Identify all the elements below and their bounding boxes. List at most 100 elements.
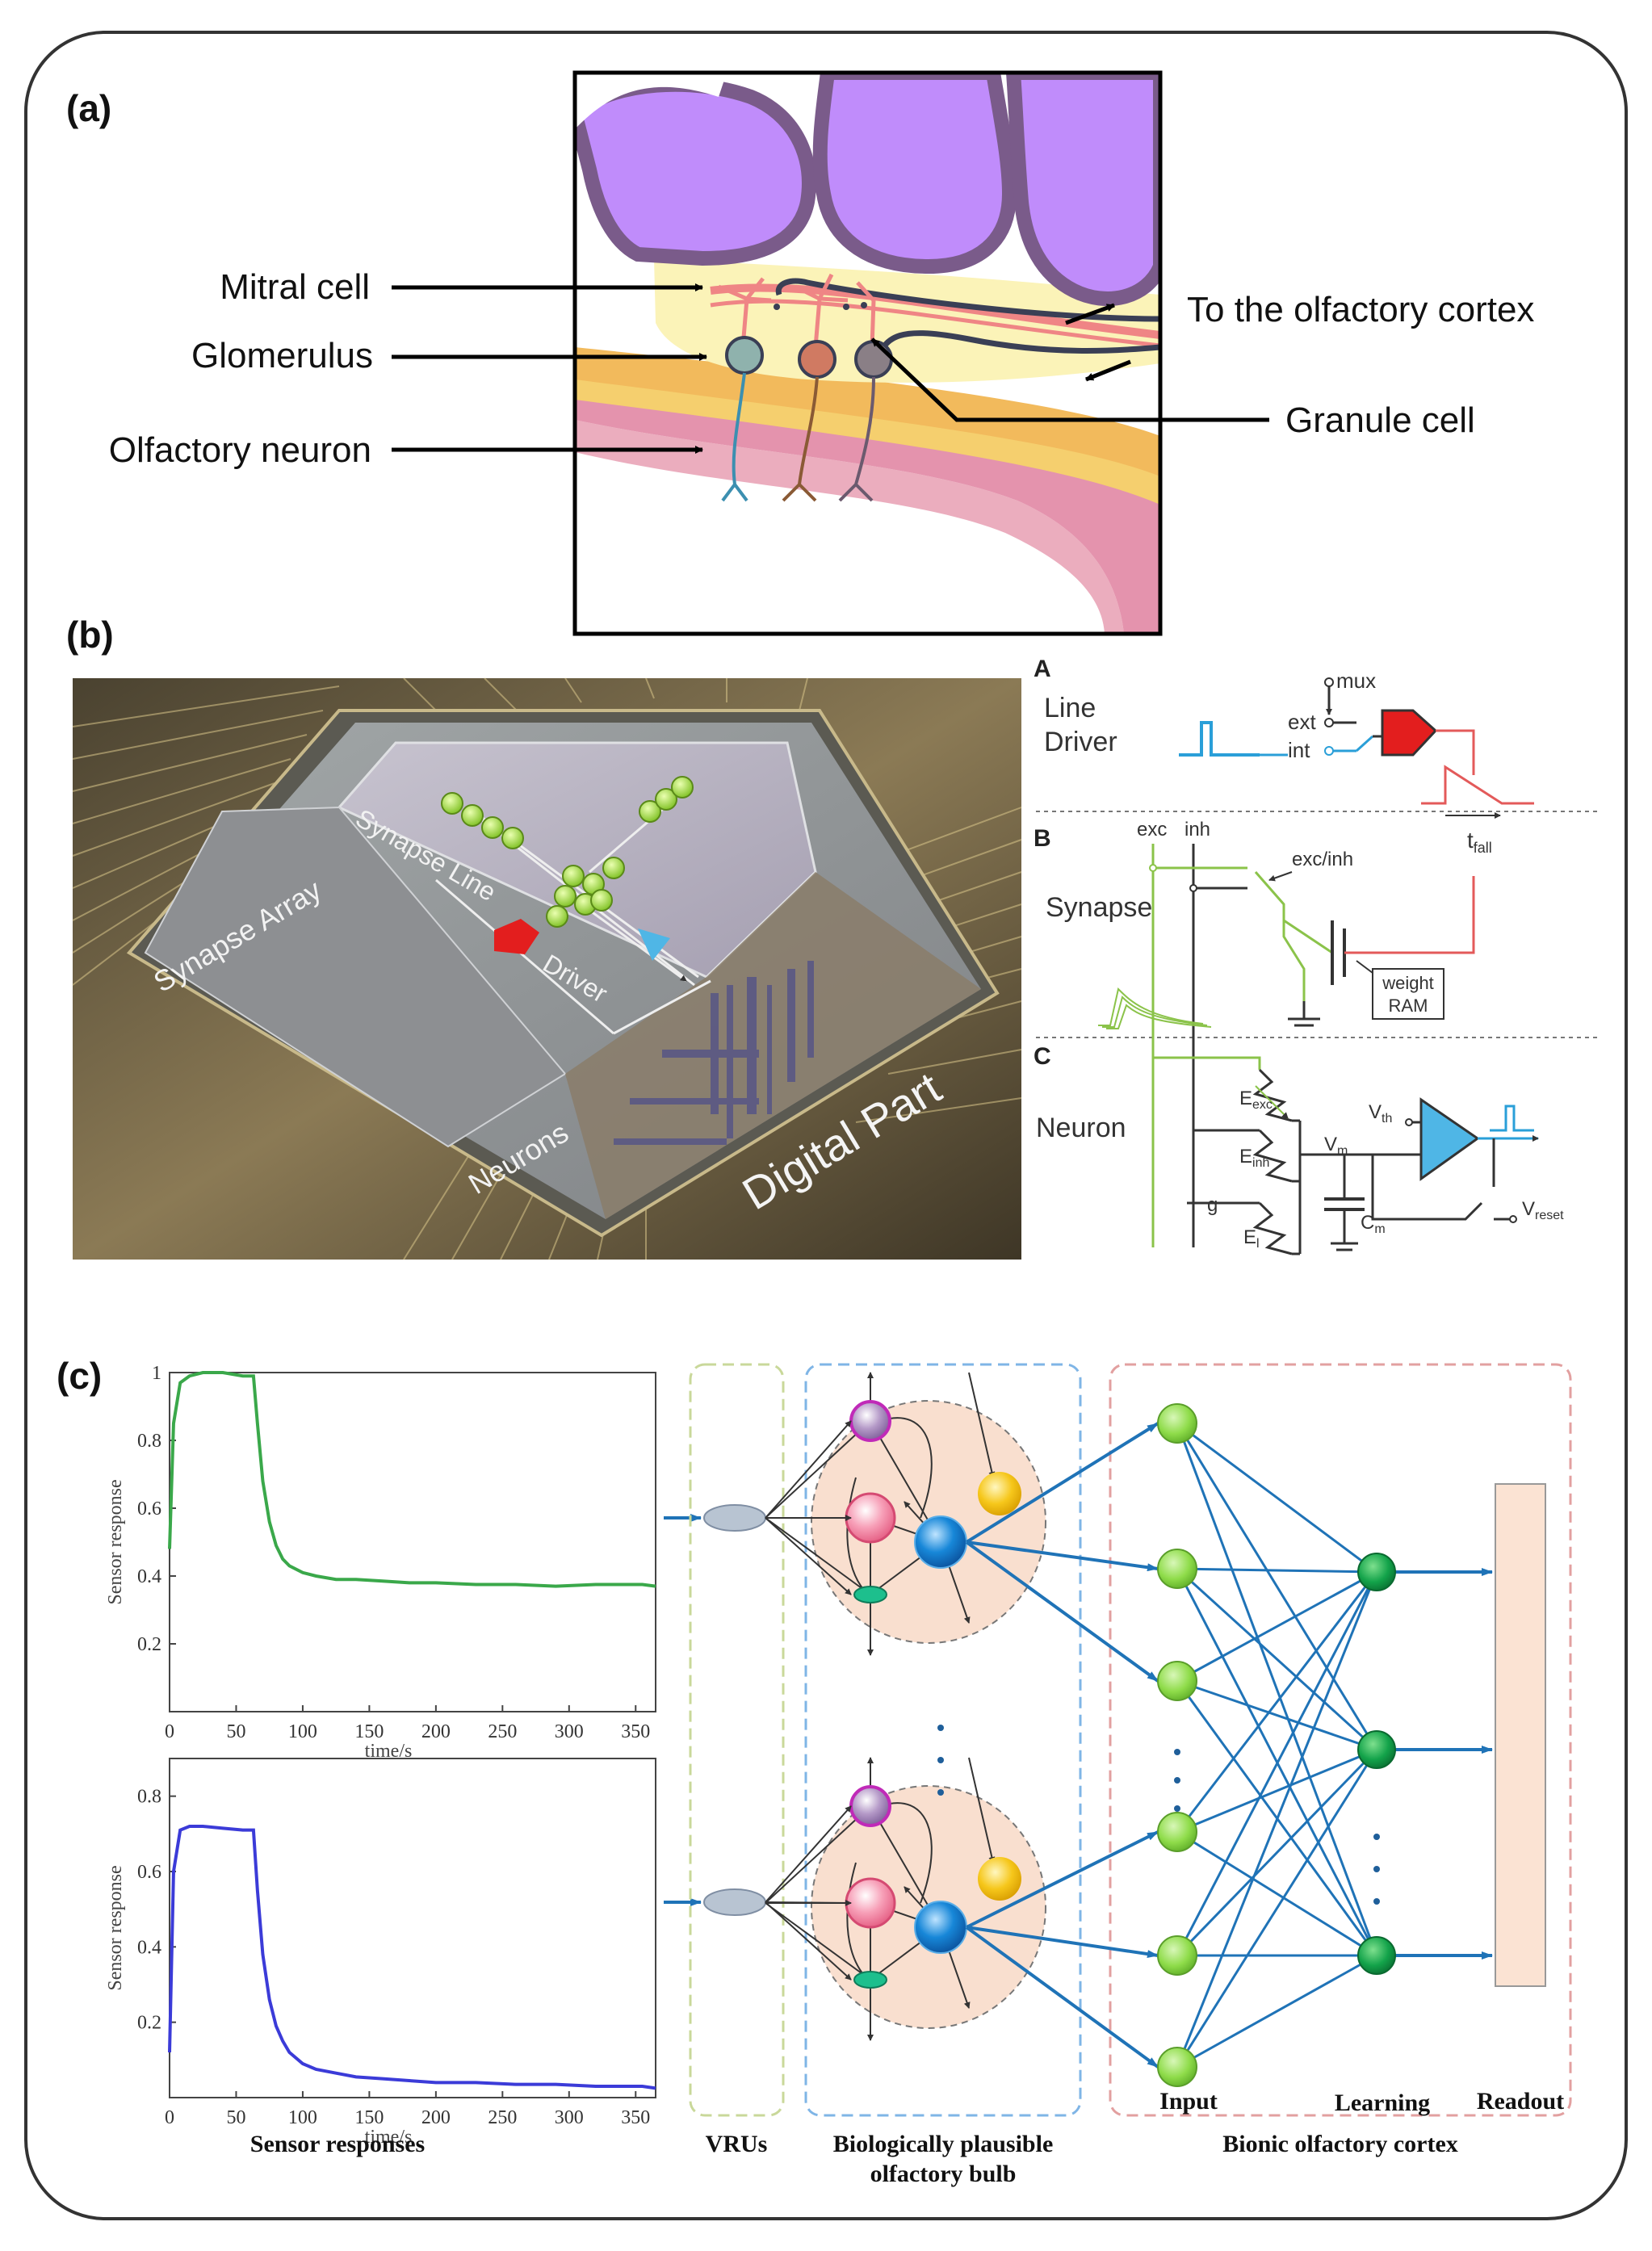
glomerulus-3 [854, 340, 893, 379]
input-ellipsis-dot [1174, 1805, 1180, 1812]
bulb-connection [968, 1372, 996, 1478]
label-readout: Readout [1477, 2088, 1564, 2115]
chart-frame [169, 1758, 656, 2098]
input-learning-edge [1176, 1571, 1378, 1833]
bulb-module-2 [765, 1757, 1046, 2041]
chip-photo: Synapse Array Synapse Line Driver Neuron… [72, 677, 1022, 1260]
periglomerular-cell [849, 1785, 891, 1827]
label-int: int [1288, 738, 1310, 762]
label-to-olfactory-cortex: To the olfactory cortex [1187, 290, 1534, 329]
label-exc-inh: exc/inh [1292, 849, 1353, 870]
input-node [1157, 1549, 1197, 1589]
y-axis-label: Sensor response [105, 1865, 126, 1990]
mitral-cell [845, 1877, 896, 1929]
input-learning-edge [1176, 1571, 1378, 1956]
y-tick-label: 1 [152, 1363, 161, 1384]
purple-lobe-3 [1005, 73, 1160, 306]
x-tick-label: 250 [488, 1721, 517, 1742]
series-line [168, 1825, 656, 2090]
y-tick-label: 0.6 [137, 1862, 161, 1883]
y-axis-label: Sensor response [105, 1479, 126, 1604]
label-ext: ext [1288, 710, 1316, 734]
label-e-inh: Einh [1239, 1146, 1269, 1170]
figure-frame [24, 31, 1628, 2220]
x-tick-label: 250 [488, 2107, 517, 2128]
glomerulus-2 [798, 340, 836, 379]
label-vm: Vm [1324, 1134, 1348, 1158]
purple-lobe-2 [812, 73, 1017, 275]
interneuron-cell [978, 1857, 1021, 1901]
chart-frame [169, 1372, 656, 1712]
learning-ellipsis-dot [1373, 1898, 1380, 1905]
vru-connection [765, 1901, 852, 1981]
panel-c-label: (c) [57, 1355, 102, 1397]
line-driver-icon [1381, 709, 1438, 757]
x-tick-label: 350 [621, 1721, 650, 1742]
y-tick-label: 0.8 [137, 1431, 161, 1452]
input-spike-icon [1179, 721, 1260, 757]
weight-ram-box [1372, 968, 1444, 1020]
mitral-cell [845, 1492, 896, 1544]
y-tick-label: 0.8 [137, 1787, 161, 1808]
panel-b: (b) [66, 614, 1599, 1260]
input-learning-edge [1176, 1570, 1377, 1683]
label-exc: exc [1137, 819, 1167, 840]
label-ram: RAM [1389, 996, 1428, 1016]
bulb-to-input-edge [966, 1830, 1159, 1929]
bulb-connection [765, 1805, 871, 1904]
vru-connection [765, 1517, 852, 1595]
output-spike-icon [1490, 1105, 1534, 1132]
bulb-connection [968, 1757, 996, 1863]
input-learning-edge [1176, 1679, 1377, 1751]
x-tick-label: 200 [421, 2107, 451, 2128]
purple-lobe-1 [575, 77, 816, 266]
input-learning-edge [1176, 1423, 1378, 1750]
output-cell [914, 1515, 967, 1569]
olfactory-bulb-group-box [804, 1363, 1082, 2117]
input-learning-edge [1176, 1567, 1377, 1574]
label-weight: weight [1382, 973, 1434, 993]
label-input: Input [1159, 2088, 1218, 2115]
input-learning-edge [1176, 1954, 1377, 2069]
label-inh: inh [1184, 819, 1210, 840]
vru-unit-2 [703, 1888, 766, 1916]
x-tick-label: 200 [421, 1721, 451, 1742]
bulb-to-input-edge [966, 1926, 1159, 1959]
bulb-feedback [879, 1417, 933, 1519]
input-learning-edge [1176, 1830, 1377, 1957]
label-learning: Learning [1335, 2090, 1430, 2116]
x-tick-label: 350 [621, 2107, 650, 2128]
input-learning-edge [1176, 1749, 1378, 2068]
label-olfactory-neuron: Olfactory neuron [109, 430, 371, 470]
label-vrus: VRUs [706, 2131, 768, 2157]
x-tick-label: 300 [555, 1721, 584, 1742]
input-ellipsis-dot [1174, 1749, 1180, 1755]
y-tick-label: 0.2 [137, 2013, 161, 2034]
label-granule-cell: Granule cell [1285, 400, 1475, 440]
label-sensor-responses: Sensor responses [250, 2131, 425, 2157]
label-bionic-cortex: Bionic olfactory cortex [1222, 2131, 1458, 2157]
y-tick-label: 0.6 [137, 1499, 161, 1520]
schematic-letter-c: C [1034, 1043, 1051, 1070]
cortex-network [965, 1403, 1493, 2087]
x-axis-label: time/s [365, 2127, 413, 2148]
cortex-group-box [1109, 1363, 1572, 2117]
input-ellipsis-dot [1174, 1777, 1180, 1784]
periglomerular-cell [849, 1400, 891, 1442]
input-learning-edge [1176, 1748, 1377, 1834]
bulb-to-input-edge [966, 1540, 1159, 1572]
x-tick-label: 300 [555, 2107, 584, 2128]
vru-unit-1 [703, 1504, 766, 1532]
label-g: g [1207, 1194, 1218, 1216]
label-glomerulus: Glomerulus [191, 336, 373, 375]
label-mux: mux [1336, 669, 1376, 693]
label-bulb-line2: olfactory bulb [870, 2161, 1017, 2187]
label-tfall: tfall [1467, 828, 1492, 856]
input-node [1157, 1812, 1197, 1852]
bulb-ellipsis [937, 1725, 944, 1796]
readout-bar [1495, 1483, 1546, 1987]
series-line [168, 1371, 656, 1588]
label-vth: Vth [1369, 1101, 1392, 1126]
